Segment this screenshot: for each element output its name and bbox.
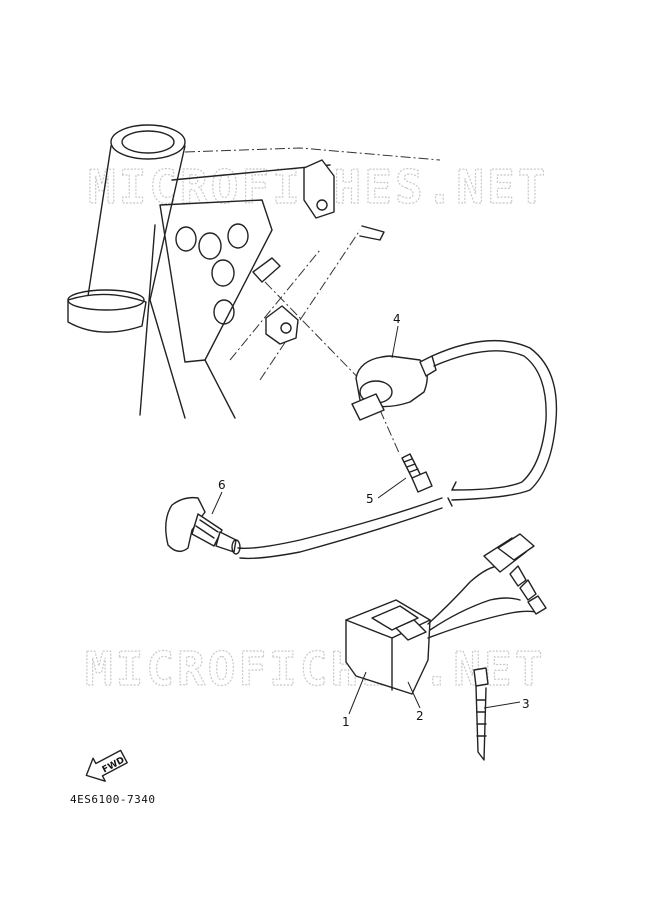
cdi-unit — [345, 533, 547, 695]
leader-4 — [391, 325, 399, 359]
callout-4: 4 — [393, 312, 401, 326]
frame-gusset — [139, 147, 441, 419]
callout-5: 5 — [366, 492, 374, 506]
callout-6: 6 — [218, 478, 226, 492]
leader-3 — [483, 701, 521, 709]
fwd-arrow-icon: FWD — [85, 749, 128, 782]
callout-3: 3 — [522, 697, 530, 711]
leader-6 — [211, 491, 223, 515]
reference-code: 4ES6100-7340 — [70, 793, 156, 806]
frame-bracket-upper — [303, 159, 385, 241]
callout-1: 1 — [342, 715, 350, 729]
leader-5 — [377, 477, 407, 499]
callout-2: 2 — [416, 709, 424, 723]
coil-mount-bracket — [252, 257, 299, 345]
spark-plug-cap — [165, 496, 241, 555]
leader-1 — [348, 671, 367, 715]
bolt-leader-line — [379, 409, 401, 456]
coil-bolt — [401, 453, 433, 493]
ignition-coil — [351, 355, 437, 421]
watermark-bottom: MICROFICHES.NET — [85, 642, 545, 696]
high-tension-lead — [237, 340, 558, 560]
mount-leader-line — [264, 281, 373, 393]
frame-head-tube — [67, 124, 186, 333]
cable-tie — [473, 667, 489, 761]
leader-2 — [407, 681, 421, 709]
